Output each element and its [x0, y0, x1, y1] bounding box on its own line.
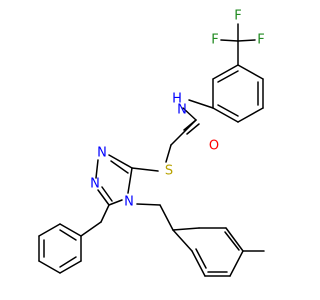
molecule-structure: F F F H N O S N N N: [38, 9, 265, 277]
atom-sulfur: S: [165, 164, 173, 179]
trifluoromethylphenyl-ring: [212, 64, 264, 123]
triazole-ring: [95, 154, 133, 206]
atom-triazole-nitrogen-top: N: [97, 146, 107, 161]
atom-fluorine-left: F: [211, 33, 218, 48]
amide-linkage: [165, 99, 214, 163]
atom-amide-hydrogen: H: [172, 92, 182, 107]
atom-triazole-nitrogen-mid: N: [90, 177, 100, 192]
atom-fluorine-top: F: [234, 9, 241, 24]
benzyl-group: [38, 204, 110, 274]
thioether-linkage: [131, 167, 159, 172]
p-tolyl-group: [136, 203, 265, 277]
trifluoromethyl-group: [220, 23, 256, 66]
atom-amide-nitrogen: N: [177, 103, 187, 118]
atom-triazole-nitrogen-ring: N: [124, 195, 134, 210]
atom-oxygen: O: [209, 139, 219, 154]
atom-fluorine-right: F: [257, 33, 264, 48]
